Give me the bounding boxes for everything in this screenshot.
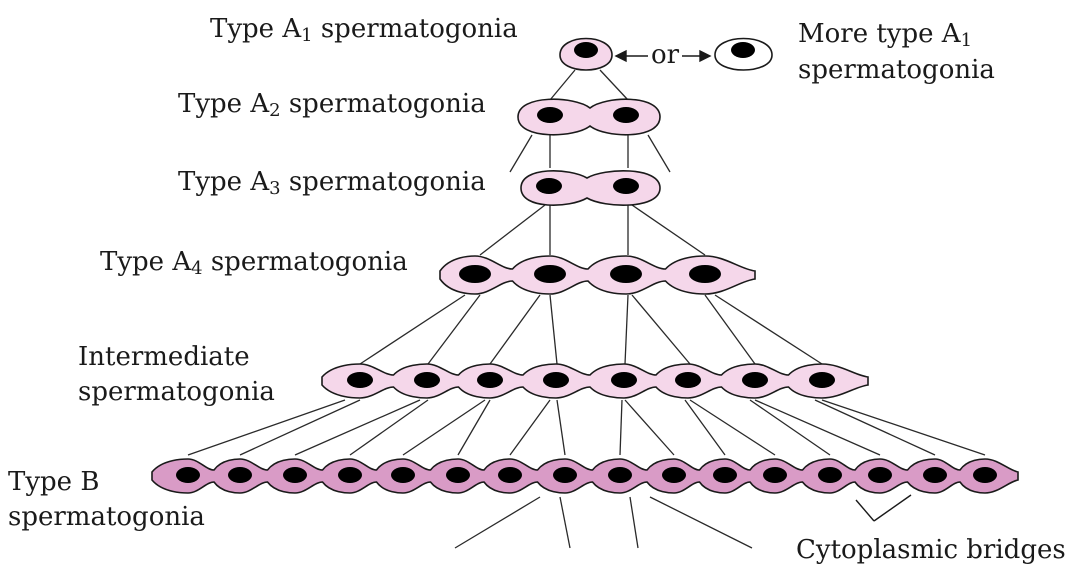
label-intermediate-line2: spermatogonia	[78, 377, 275, 407]
intermediate-nucleus	[675, 372, 701, 388]
cytoplasmic-bridges-pointer	[856, 495, 911, 521]
typeB-nucleus	[608, 467, 632, 483]
label-or: or	[651, 40, 680, 70]
typeB-nucleus	[338, 467, 362, 483]
typeB-nucleus	[818, 467, 842, 483]
typeB-nucleus	[228, 467, 252, 483]
typeB-nucleus	[553, 467, 577, 483]
typeB-nucleus	[713, 467, 737, 483]
intermediate-nucleus	[414, 372, 440, 388]
intermediate-nucleus	[742, 372, 768, 388]
label-cytoplasmic-bridges: Cytoplasmic bridges	[796, 535, 1066, 565]
label-type-a3: Type A3 spermatogonia	[178, 167, 486, 199]
intermediate-nucleus	[347, 372, 373, 388]
label-more-type-a1-line1: More type A1	[798, 19, 972, 51]
cell-chains	[152, 256, 1018, 493]
intermediate-nucleus	[809, 372, 835, 388]
typeB-nucleus	[923, 467, 947, 483]
intermediate-nucleus	[543, 372, 569, 388]
label-type-a2: Type A2 spermatogonia	[178, 89, 486, 121]
typeB-nucleus	[283, 467, 307, 483]
label-intermediate-line1: Intermediate	[78, 342, 250, 372]
typeB-nucleus	[868, 467, 892, 483]
typeB-nucleus	[446, 467, 470, 483]
a4-nucleus	[610, 265, 642, 283]
label-type-a4: Type A4 spermatogonia	[100, 247, 408, 279]
type-a2-cells	[518, 99, 660, 135]
a4-nucleus	[689, 265, 721, 283]
type-a3-cells	[521, 171, 660, 205]
label-type-a1: Type A1 spermatogonia	[210, 14, 518, 46]
typeB-nucleus	[498, 467, 522, 483]
type-a1-cell	[560, 39, 612, 71]
more-type-a1-cell	[715, 39, 772, 71]
label-type-b-line2: spermatogonia	[8, 502, 205, 532]
intermediate-nucleus	[611, 372, 637, 388]
a4-nucleus	[534, 265, 566, 283]
typeB-nucleus	[391, 467, 415, 483]
typeB-nucleus	[763, 467, 787, 483]
typeB-nucleus	[662, 467, 686, 483]
intermediate-nucleus	[477, 372, 503, 388]
typeB-nucleus	[176, 467, 200, 483]
typeB-nucleus	[973, 467, 997, 483]
a4-nucleus	[459, 265, 491, 283]
label-type-b-line1: Type B	[8, 467, 99, 497]
intermediate-cell-chain	[322, 364, 868, 398]
label-more-type-a1-line2: spermatogonia	[798, 55, 995, 85]
